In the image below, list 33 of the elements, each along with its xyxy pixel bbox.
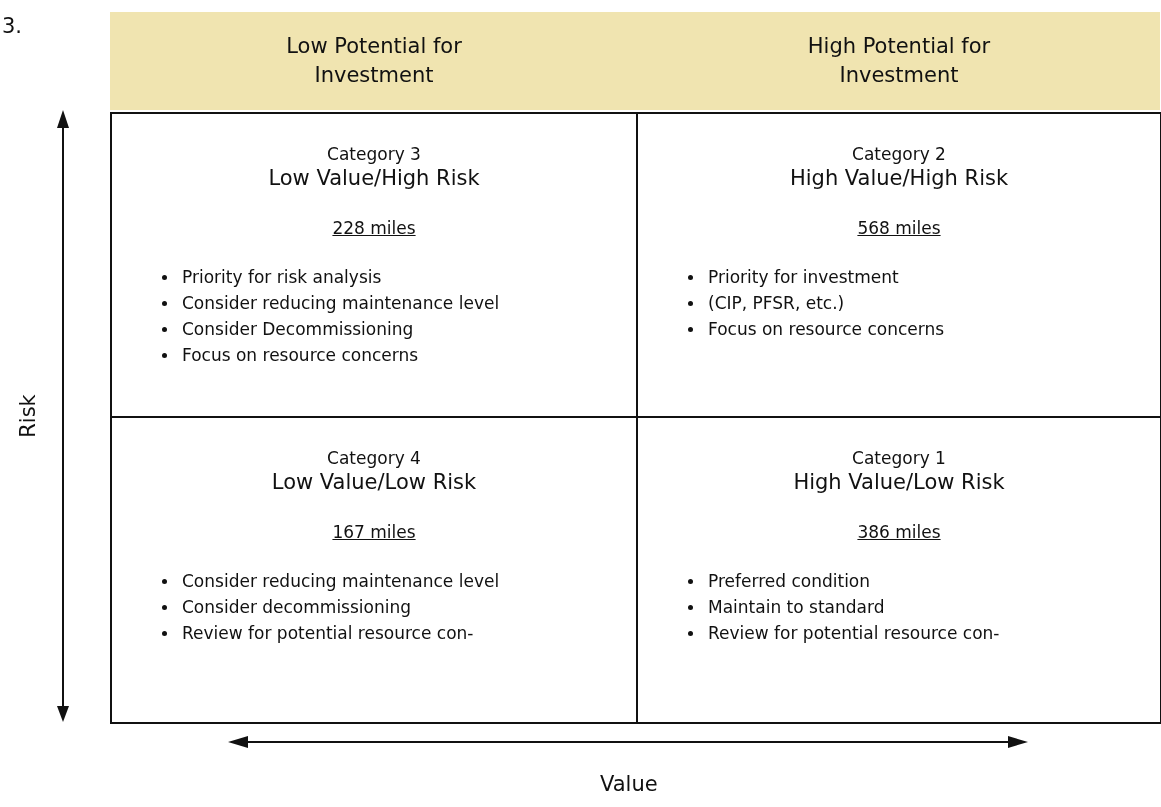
axis-label: Value <box>600 772 658 796</box>
header-text: Low Potential for Investment <box>285 32 463 89</box>
figure-number: 3. <box>2 14 23 38</box>
bullet-item: Focus on resource concerns <box>686 315 1160 342</box>
quadrant-cell <box>112 114 638 418</box>
category-number: Category 4 <box>327 448 421 469</box>
bullet-item: Review for potential resource con- <box>686 619 1160 646</box>
mileage-text: 167 miles <box>332 521 416 542</box>
column-header <box>638 12 1160 110</box>
bullet-item: (CIP, PFSR, etc.) <box>686 289 1160 316</box>
column-header <box>110 12 638 110</box>
category-number: Category 3 <box>327 144 421 165</box>
mileage-text: 568 miles <box>857 217 941 238</box>
bullet-item: Review for potential resource con- <box>160 619 636 646</box>
category-title: High Value/Low Risk <box>793 469 1005 497</box>
category-title: High Value/High Risk <box>789 165 1009 193</box>
bullet-item: Consider decommissioning <box>160 593 636 620</box>
mileage-text: 228 miles <box>332 217 416 238</box>
bullet-item: Consider reducing maintenance level <box>160 567 636 594</box>
category-title: Low Value/High Risk <box>268 165 480 193</box>
bullet-item: Priority for risk analysis <box>160 263 636 290</box>
bullet-item: Preferred condition <box>686 567 1160 594</box>
axis-label: Risk <box>15 394 40 438</box>
bullet-item: Focus on resource concerns <box>160 341 636 368</box>
category-number: Category 1 <box>852 448 946 469</box>
category-number: Category 2 <box>852 144 946 165</box>
category-title: Low Value/Low Risk <box>271 469 477 497</box>
bullet-item: Consider Decommissioning <box>160 315 636 342</box>
bullet-item: Consider reducing maintenance level <box>160 289 636 316</box>
bullet-item: Priority for investment <box>686 263 1160 290</box>
mileage-text: 386 miles <box>857 521 941 542</box>
bullet-item: Maintain to standard <box>686 593 1160 620</box>
header-text: High Potential for Investment <box>806 32 992 89</box>
